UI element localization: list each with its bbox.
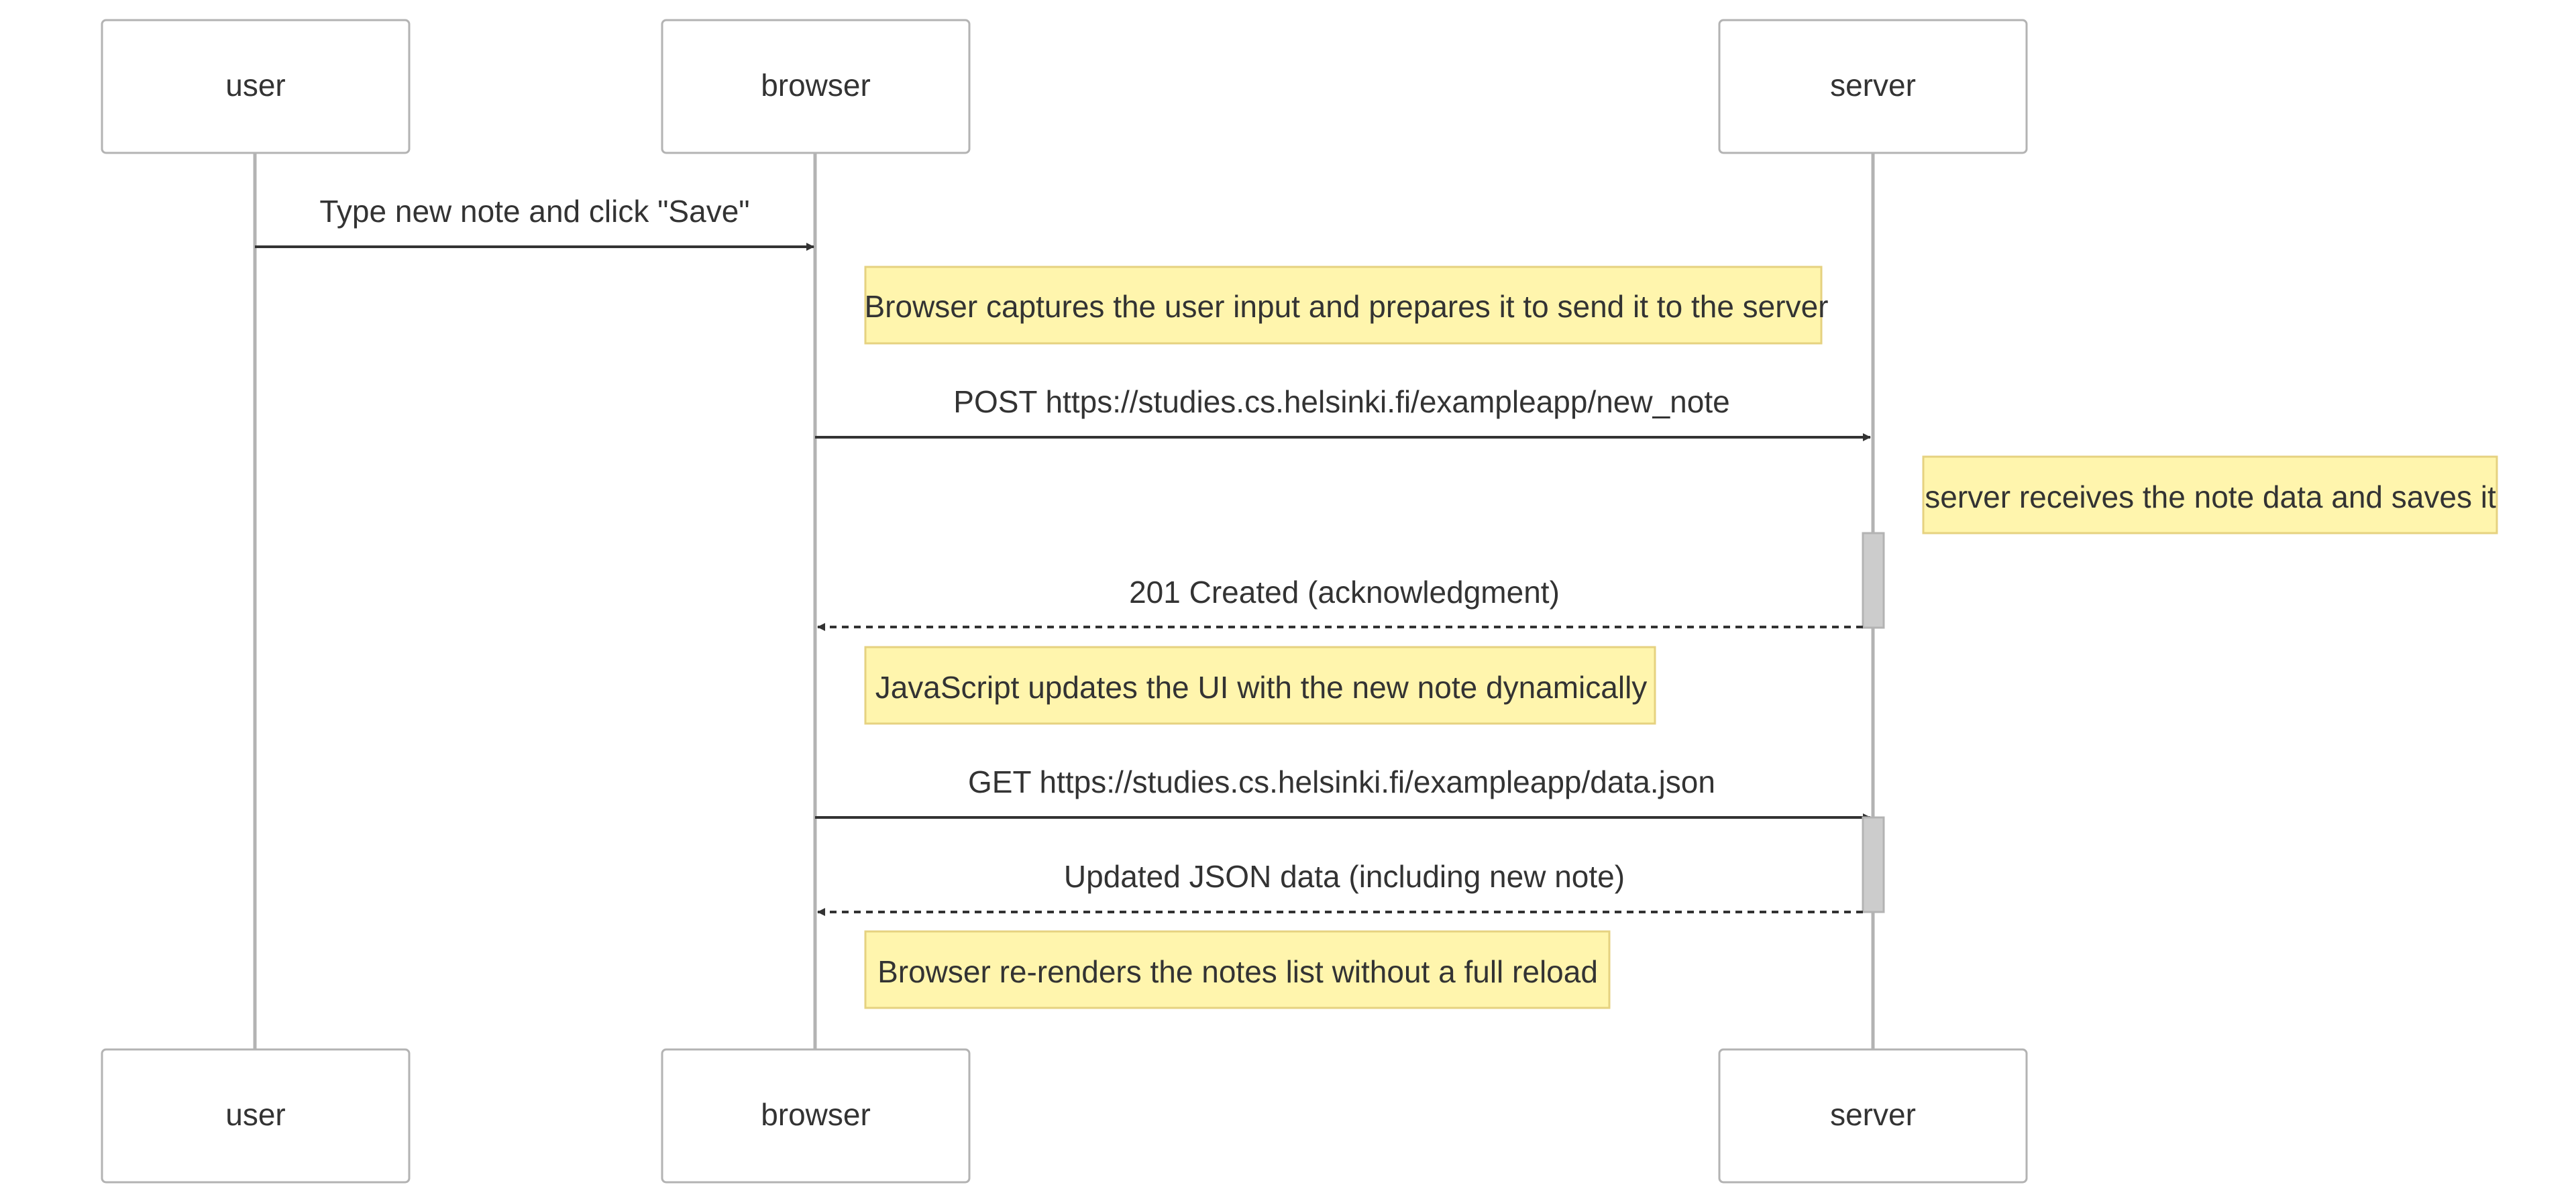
actor-browser-bottom: browser	[661, 1048, 971, 1184]
note-3: JavaScript updates the UI with the new n…	[864, 646, 1656, 725]
message-label: Updated JSON data (including new note)	[1064, 859, 1625, 894]
actor-label: browser	[761, 68, 871, 103]
note-2: server receives the note data and saves …	[1922, 455, 2498, 534]
message-3: 201 Created (acknowledgment)	[817, 575, 1863, 631]
note-1: Browser captures the user input and prep…	[864, 266, 1829, 345]
message-label: Type new note and click "Save"	[319, 194, 749, 229]
actor-label: browser	[761, 1097, 871, 1132]
message-label: POST https://studies.cs.helsinki.fi/exam…	[953, 384, 1729, 419]
message-label: 201 Created (acknowledgment)	[1129, 575, 1560, 610]
actor-label: user	[225, 68, 285, 103]
message-label: GET https://studies.cs.helsinki.fi/examp…	[968, 764, 1715, 799]
note-text: Browser captures the user input and prep…	[865, 289, 1829, 324]
message-4: GET https://studies.cs.helsinki.fi/examp…	[815, 764, 1871, 821]
actor-server-top: server	[1718, 19, 2028, 154]
message-2: POST https://studies.cs.helsinki.fi/exam…	[815, 384, 1871, 441]
actor-server-bottom: server	[1718, 1048, 2028, 1184]
activation-bar-2	[1862, 816, 1885, 913]
note-text: Browser re-renders the notes list withou…	[877, 954, 1598, 989]
note-text: server receives the note data and saves …	[1925, 479, 2496, 514]
message-1: Type new note and click "Save"	[255, 194, 814, 251]
actor-label: server	[1830, 68, 1916, 103]
actor-browser-top: browser	[661, 19, 971, 154]
note-4: Browser re-renders the notes list withou…	[864, 930, 1611, 1009]
actor-user-top: user	[101, 19, 411, 154]
activation-bar-1	[1862, 532, 1885, 629]
note-text: JavaScript updates the UI with the new n…	[875, 670, 1648, 705]
actor-user-bottom: user	[101, 1048, 411, 1184]
actor-label: server	[1830, 1097, 1916, 1132]
message-5: Updated JSON data (including new note)	[817, 859, 1863, 916]
actor-label: user	[225, 1097, 285, 1132]
